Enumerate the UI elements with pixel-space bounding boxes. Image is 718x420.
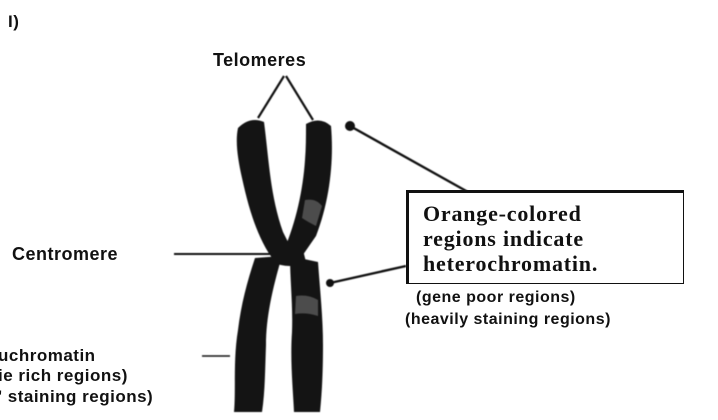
euchromatin-gene-rich-note: ie rich regions) [0,366,128,386]
pointer-dot-lower [326,279,334,287]
callout-line-2: regions indicate [423,226,683,251]
centromere-label: Centromere [12,244,118,265]
pointer-dot-upper [345,121,355,131]
heterochromatin-band-lower [295,296,318,317]
telomere-pointer-right [286,76,313,120]
heterochromatin-pointer-upper [350,126,468,192]
chromatid-left-upper [237,120,292,262]
euchromatin-staining-note: ' staining regions) [0,387,153,407]
euchromatin-label: uchromatin [0,346,96,366]
telomere-pointer-left [258,76,284,118]
panel-label: I) [8,12,19,32]
chromatid-left-lower [234,256,282,412]
heavy-staining-note: (heavily staining regions) [405,311,611,329]
callout-line-1: Orange-colored [423,201,683,226]
heterochromatin-callout-box: Orange-colored regions indicate heteroch… [406,190,684,284]
heterochromatin-pointer-lower [330,266,406,283]
callout-line-3: heterochromatin. [423,251,683,276]
chromatid-right-lower [290,256,323,412]
gene-poor-note: (gene poor regions) [416,289,576,307]
telomere-pointers [258,76,313,120]
telomeres-label: Telomeres [213,50,306,71]
chromatid-right-upper [284,120,332,262]
chromosome [234,120,332,412]
